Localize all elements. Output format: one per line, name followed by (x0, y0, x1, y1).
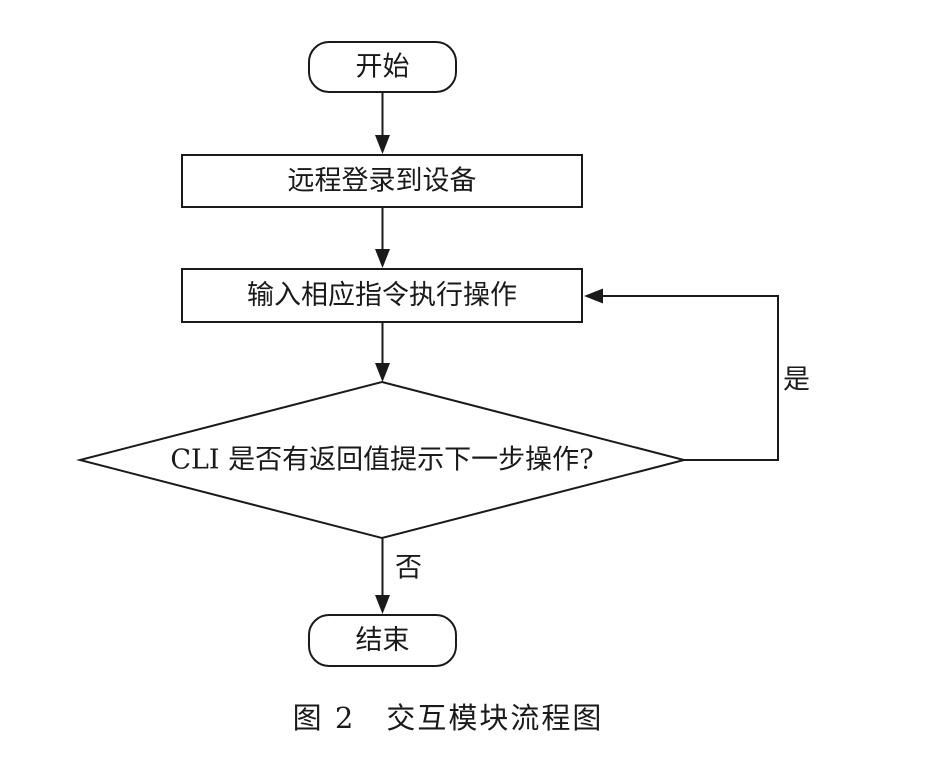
start-label: 开始 (356, 52, 410, 83)
login-label: 远程登录到设备 (288, 166, 477, 197)
yes-label: 是 (783, 365, 810, 396)
decision-node: CLI 是否有返回值提示下一步操作? (76, 380, 688, 540)
input-label: 输入相应指令执行操作 (247, 280, 517, 311)
arrow-no-to-end (375, 538, 390, 614)
arrow-login-to-input (375, 207, 390, 268)
decision-label: CLI 是否有返回值提示下一步操作? (170, 445, 593, 476)
arrow-start-to-login (375, 92, 390, 154)
input-node: 输入相应指令执行操作 (181, 268, 583, 323)
login-node: 远程登录到设备 (181, 154, 583, 208)
no-label: 否 (395, 553, 422, 584)
arrow-input-to-decision (375, 322, 390, 382)
end-label: 结束 (356, 625, 410, 656)
arrow-yes-loop (584, 288, 779, 461)
end-node: 结束 (308, 614, 457, 667)
figure-caption: 图 2 交互模块流程图 (293, 701, 604, 735)
start-node: 开始 (308, 41, 457, 93)
